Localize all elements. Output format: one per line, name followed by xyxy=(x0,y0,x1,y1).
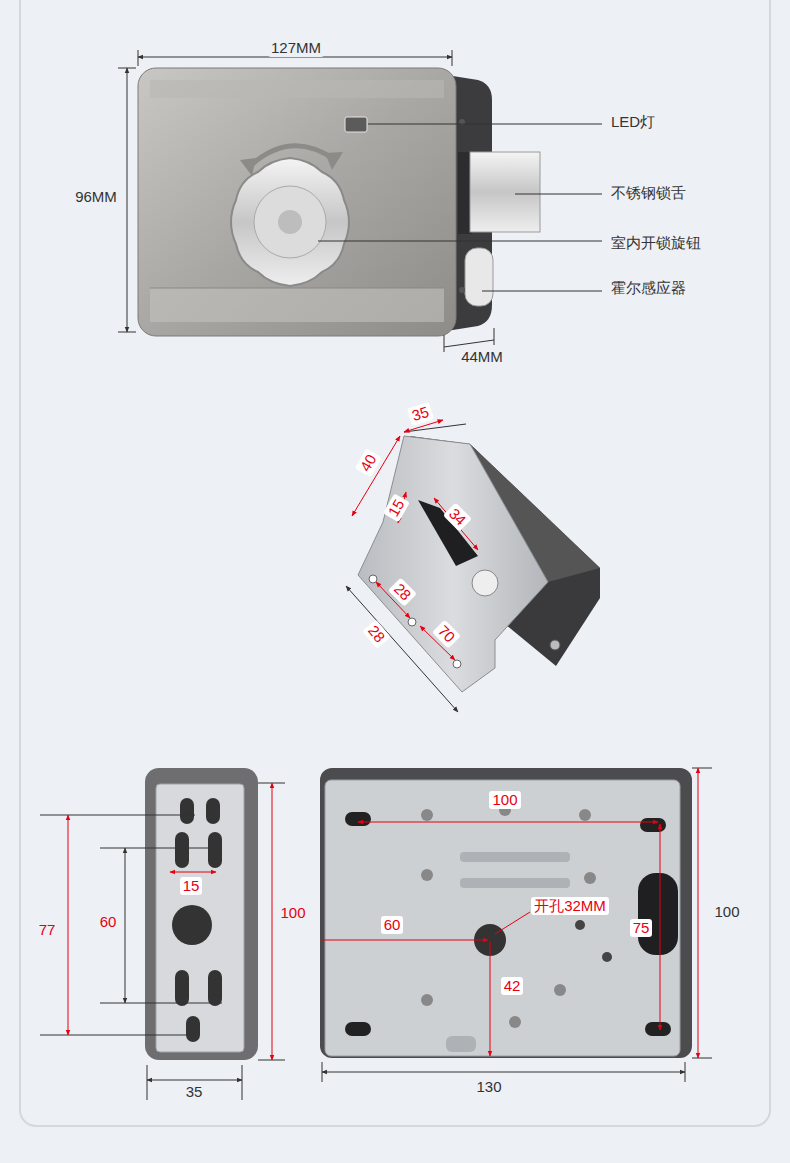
dimension: 35 xyxy=(406,402,433,426)
dimension: 70 xyxy=(432,620,461,649)
dimension: 130 xyxy=(473,1078,504,1096)
part-name: 不锈钢锁舌 xyxy=(608,184,689,202)
dimension: 127MM xyxy=(268,39,324,57)
dimension: 44MM xyxy=(458,348,506,366)
part-name: 室内开锁旋钮 xyxy=(608,234,704,252)
dimension: 28 xyxy=(388,578,417,607)
part-name: 霍尔感应器 xyxy=(608,279,689,297)
dimension: 35 xyxy=(183,1083,206,1101)
dimension: 15 xyxy=(383,494,410,523)
dimension: 60 xyxy=(381,916,404,934)
dimension: 40 xyxy=(355,449,382,478)
dimension: 75 xyxy=(630,919,653,937)
dimension: 34 xyxy=(443,503,472,532)
dimension: 28 xyxy=(362,620,390,649)
dimension: 100 xyxy=(277,904,308,922)
dimension: 100 xyxy=(711,903,742,921)
dimension: 开孔32MM xyxy=(531,897,609,915)
part-name: LED灯 xyxy=(608,113,658,131)
dimension: 60 xyxy=(97,913,120,931)
dimension: 96MM xyxy=(72,188,120,206)
dimension: 100 xyxy=(489,791,520,809)
dimension: 15 xyxy=(180,877,203,895)
dimension: 42 xyxy=(501,977,524,995)
dimension: 77 xyxy=(36,921,59,939)
